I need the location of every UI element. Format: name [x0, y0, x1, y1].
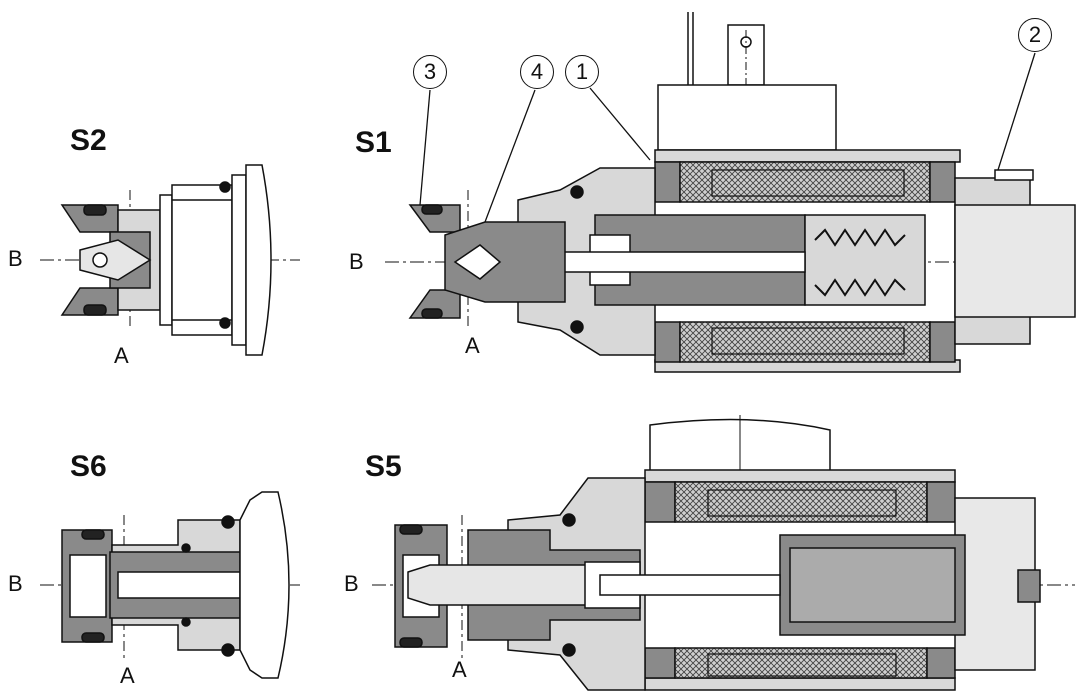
s1-port-a: A	[465, 333, 480, 358]
s1-drawing	[385, 12, 1076, 373]
s5-port-a: A	[452, 657, 467, 682]
callout-1: 1	[565, 55, 599, 89]
s5-drawing	[372, 415, 1075, 691]
s2-port-a: A	[114, 343, 129, 368]
callout-4: 4	[520, 55, 554, 89]
s6-drawing	[40, 491, 300, 679]
s2-drawing	[40, 164, 300, 356]
s6-port-b: B	[8, 571, 23, 596]
callout-leaders	[419, 52, 1036, 223]
callout-2: 2	[1018, 18, 1052, 52]
s6-title: S6	[70, 450, 107, 483]
s5-title: S5	[365, 450, 402, 483]
callout-3: 3	[413, 55, 447, 89]
s2-title: S2	[70, 124, 107, 157]
s1-port-b: B	[349, 249, 364, 274]
s5-port-b: B	[344, 571, 359, 596]
s2-port-b: B	[8, 246, 23, 271]
s6-port-a: A	[120, 663, 135, 688]
s1-title: S1	[355, 126, 392, 159]
